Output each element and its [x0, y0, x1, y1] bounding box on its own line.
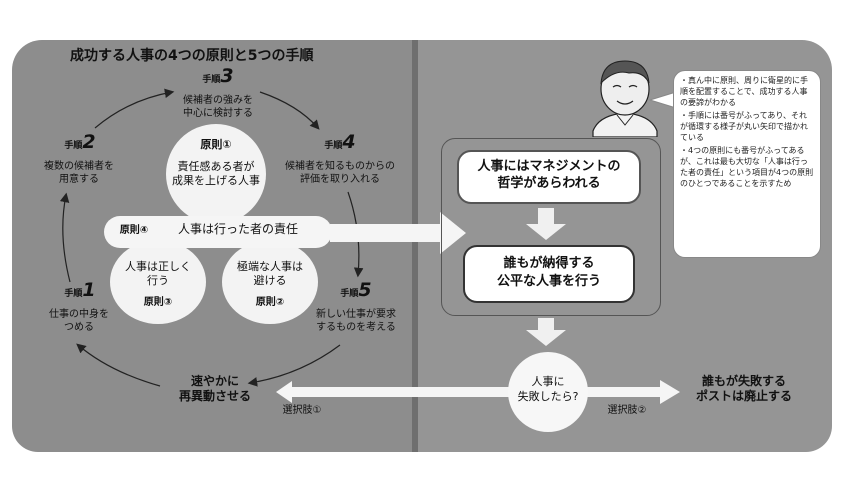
- step-2-label: 手順: [64, 141, 83, 151]
- step-2-number: 2: [82, 131, 96, 153]
- step-3-heading: 手順3: [178, 67, 258, 87]
- notes-bubble: ・真ん中に原則、周りに衛星的に手順を配置することで、成功する人事の要諦がわかる …: [673, 70, 821, 258]
- option2-arrow: [580, 380, 680, 404]
- fair-line1: 誰もが納得する: [503, 256, 595, 271]
- principle-4-text: 人事は行った者の責任: [177, 222, 298, 236]
- principle-4-label: 原則④: [119, 225, 149, 236]
- principle-frame: [441, 138, 661, 316]
- principle-2-circle: [222, 240, 318, 324]
- cycle-arrow-end-1: [76, 343, 161, 387]
- option-1-line2: 再異動させる: [178, 389, 251, 403]
- note-2: ・手順には番号がふってあり、それが循環する様子が丸い矢印で描かれている: [680, 111, 808, 142]
- note-3: ・4つの原則にも番号がふってあるが、これは最も大切な「人事は行った者の責任」とい…: [680, 146, 814, 188]
- step-2-line2: 用意する: [59, 174, 99, 185]
- step-1-number: 1: [82, 279, 96, 301]
- step-3-number: 3: [220, 65, 234, 87]
- fair-line2: 公平な人事を行う: [496, 274, 601, 289]
- philosophy-line1: 人事にはマネジメントの: [477, 159, 621, 174]
- step-4-line1: 候補者を知るものからの: [285, 161, 395, 172]
- principle-3-label: 原則③: [143, 297, 173, 308]
- step-1-heading: 手順1: [40, 281, 120, 301]
- option-2-caption: 選択肢②: [607, 405, 647, 416]
- principle-3-line2: 行う: [147, 274, 169, 287]
- step-1-line1: 仕事の中身を: [49, 309, 109, 320]
- step-5-number: 5: [358, 279, 372, 301]
- question-line2: 失敗したら?: [517, 390, 579, 403]
- principle-1-line2: 成果を上げる人事: [172, 174, 260, 187]
- philosophy-box: [457, 150, 641, 204]
- principle-2-label: 原則②: [255, 297, 285, 308]
- fair-personnel-box: [463, 245, 635, 303]
- step-5-label: 手順: [340, 289, 359, 299]
- option-2-line2: ポストは廃止する: [695, 389, 792, 403]
- cycle-arrow-2-3: [94, 88, 175, 129]
- option-1-caption: 選択肢①: [282, 405, 322, 416]
- principle-3-circle: [110, 240, 206, 324]
- principle-2-line2: 避ける: [253, 274, 287, 287]
- step-3-label: 手順: [202, 75, 221, 85]
- step-3-line2: 中心に検討する: [183, 108, 253, 119]
- step-4-line2: 評価を取り入れる: [300, 174, 380, 185]
- diagram-title: 成功する人事の4つの原則と5つの手順: [70, 48, 314, 64]
- cycle-arrow-5-end: [247, 344, 341, 387]
- option-1-line1: 速やかに: [190, 374, 239, 388]
- presenter-face-icon: [592, 60, 658, 137]
- question-line1: 人事に: [531, 375, 565, 388]
- step-4-label: 手順: [324, 141, 343, 151]
- note-1: ・真ん中に原則、周りに衛星的に手順を配置することで、成功する人事の要諦がわかる: [680, 76, 808, 107]
- step-3-line1: 候補者の強みを: [183, 95, 253, 106]
- step-5-heading: 手順5: [316, 281, 396, 301]
- principle4-arrow: [330, 212, 466, 254]
- philosophy-line2: 哲学があらわれる: [497, 176, 601, 191]
- principle-4-pill: [104, 216, 332, 248]
- down-arrow-1: [526, 208, 566, 240]
- step-4-heading: 手順4: [300, 133, 380, 153]
- question-circle: [508, 352, 588, 432]
- down-arrow-2: [526, 318, 566, 346]
- step-5-line1: 新しい仕事が要求: [316, 309, 396, 320]
- principle-1-circle: [166, 124, 266, 224]
- cycle-arrow-3-4: [259, 91, 320, 130]
- principle-3-line1: 人事は正しく: [125, 260, 191, 273]
- book-spine: [412, 40, 418, 452]
- step-1-label: 手順: [64, 289, 83, 299]
- step-1-line2: つめる: [64, 322, 94, 333]
- step-2-line1: 複数の候補者を: [44, 161, 114, 172]
- option-2-line1: 誰もが失敗する: [701, 374, 786, 388]
- step-2-heading: 手順2: [40, 133, 120, 153]
- cycle-arrow-1-2: [59, 192, 71, 283]
- step-4-number: 4: [342, 131, 356, 153]
- step-5-line2: するものを考える: [316, 322, 396, 333]
- principle-1-line1: 責任感ある者が: [177, 160, 255, 173]
- principle-1-label: 原則①: [200, 138, 232, 151]
- option1-arrow: [276, 381, 515, 403]
- principle-2-line1: 極端な人事は: [237, 260, 303, 273]
